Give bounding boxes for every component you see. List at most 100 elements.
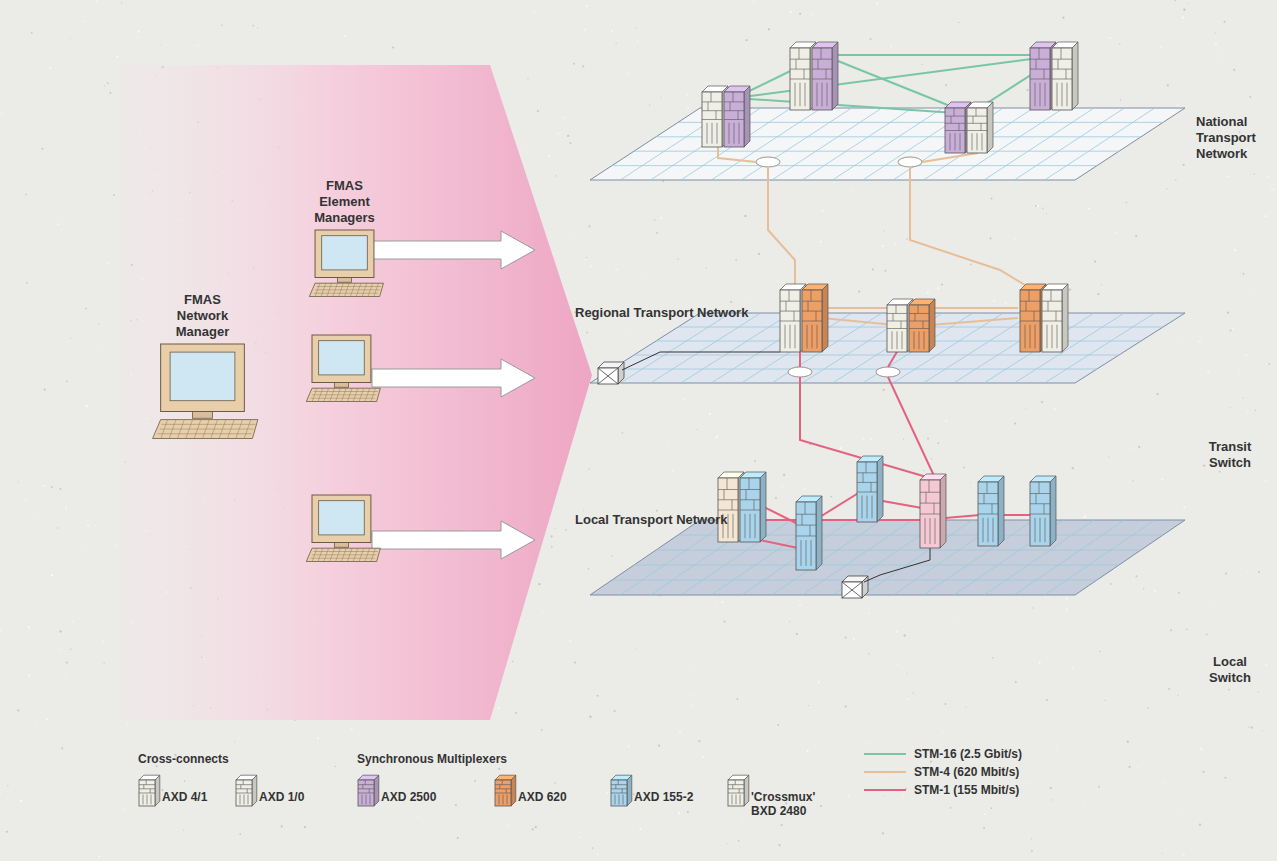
equipment-rack xyxy=(1030,476,1056,546)
speckle xyxy=(1245,354,1247,356)
speckle xyxy=(25,194,27,196)
speckle xyxy=(537,110,539,112)
rack-front xyxy=(724,92,744,147)
speckle xyxy=(311,210,313,212)
grid-line xyxy=(923,313,1033,383)
speckle xyxy=(724,728,725,729)
rack-top xyxy=(1020,284,1046,290)
speckle xyxy=(258,622,259,623)
speckle xyxy=(472,397,473,398)
speckle xyxy=(51,486,53,488)
speckle xyxy=(415,455,417,457)
speckle xyxy=(376,254,377,255)
speckle xyxy=(588,468,589,469)
keyboard-keys xyxy=(371,548,376,561)
monitor-frame xyxy=(312,495,371,543)
equipment-rack xyxy=(920,474,946,548)
grid-line xyxy=(863,108,973,180)
speckle xyxy=(953,618,954,619)
grid-line xyxy=(620,108,730,180)
grid-line xyxy=(651,520,761,595)
node-label: Transit Switch xyxy=(1202,439,1258,471)
speckle xyxy=(963,466,965,468)
speckle xyxy=(154,174,156,176)
rack-top xyxy=(812,42,838,48)
speckle xyxy=(116,545,118,547)
rack-top xyxy=(1052,42,1078,48)
speckle xyxy=(477,472,479,474)
speckle xyxy=(109,92,111,94)
rack-front xyxy=(920,480,940,548)
rack-detail xyxy=(978,482,998,542)
rack-top xyxy=(945,102,971,108)
network-layer: Local SwitchLocal Transport Network xyxy=(575,512,1275,652)
speckle xyxy=(882,245,884,247)
rack-top xyxy=(702,86,728,92)
speckle xyxy=(317,737,319,739)
speckle xyxy=(894,243,896,245)
speckle xyxy=(59,630,61,632)
speckle xyxy=(1175,179,1176,180)
speckle xyxy=(178,219,180,221)
speckle xyxy=(1101,284,1102,285)
speckle xyxy=(1080,770,1081,771)
speckle xyxy=(17,709,19,711)
equipment-rack xyxy=(702,86,728,147)
speckle xyxy=(452,296,453,297)
rack-detail xyxy=(1042,290,1062,348)
speckle xyxy=(162,66,164,68)
equipment-rack xyxy=(1030,42,1056,110)
speckle xyxy=(298,212,300,214)
rack-side xyxy=(832,42,838,110)
speckle xyxy=(58,223,60,225)
speckle xyxy=(311,142,313,144)
speckle xyxy=(900,80,902,82)
keyboard-keys xyxy=(314,551,378,552)
speckle xyxy=(138,275,139,276)
speckle xyxy=(18,482,19,483)
speckle xyxy=(1005,302,1007,304)
speckle xyxy=(818,681,820,683)
legend-swatch xyxy=(138,774,162,808)
speckle xyxy=(58,649,59,650)
speckle xyxy=(551,546,553,548)
speckle xyxy=(551,433,552,434)
speckle xyxy=(96,0,98,2)
speckle xyxy=(611,555,612,556)
stm4-link xyxy=(910,167,1030,288)
speckle xyxy=(166,591,168,593)
speckle xyxy=(883,389,885,391)
speckle xyxy=(622,432,624,434)
legend-swatch xyxy=(494,774,518,808)
rack-detail xyxy=(1020,290,1040,348)
speckle xyxy=(541,612,543,614)
speckle xyxy=(447,350,449,352)
rack-side xyxy=(511,775,516,806)
grid-line xyxy=(651,313,761,383)
speckle xyxy=(820,805,822,807)
speckle xyxy=(687,95,689,97)
speckle xyxy=(217,597,219,599)
grid-line xyxy=(954,520,1064,595)
speckle xyxy=(95,525,96,526)
speckle xyxy=(172,100,174,102)
speckle xyxy=(276,346,278,348)
speckle xyxy=(269,823,270,824)
equipment-rack xyxy=(945,102,971,153)
speckle xyxy=(360,397,362,399)
speckle xyxy=(597,853,599,855)
stm1-link xyxy=(945,515,980,518)
rack-front xyxy=(718,478,738,542)
speckle xyxy=(796,633,798,635)
legend-swatch xyxy=(610,774,634,808)
speckle xyxy=(588,225,590,227)
speckle xyxy=(444,272,445,273)
access-point xyxy=(898,157,922,167)
speckle xyxy=(862,485,864,487)
speckle xyxy=(1072,667,1074,669)
speckle xyxy=(927,292,929,294)
rack-front xyxy=(702,92,722,147)
speckle xyxy=(738,840,740,842)
speckle xyxy=(517,398,518,399)
speckle xyxy=(1271,188,1273,190)
